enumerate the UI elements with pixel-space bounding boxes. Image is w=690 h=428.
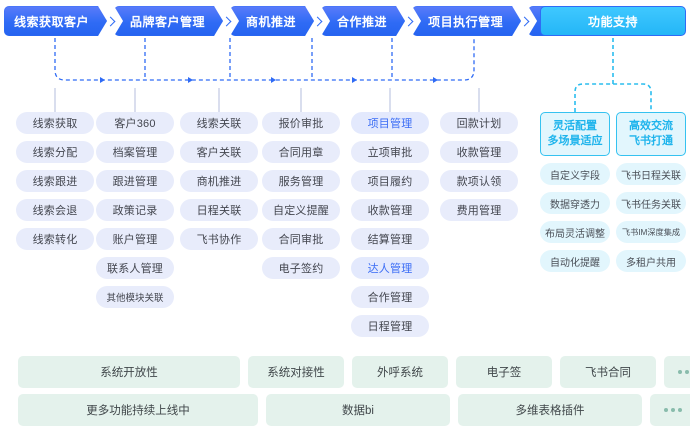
feature-pill[interactable]: 结算管理: [351, 228, 429, 250]
feature-pill[interactable]: 报价审批: [262, 112, 340, 134]
feature-pill[interactable]: 日程管理: [351, 315, 429, 337]
feature-pill[interactable]: 合同审批: [262, 228, 340, 250]
ellipsis-icon: [678, 370, 690, 374]
more-button[interactable]: [664, 356, 690, 388]
feature-pill[interactable]: 合作管理: [351, 286, 429, 308]
feature-pill[interactable]: 线索关联: [180, 112, 258, 134]
bottom-tag[interactable]: 系统开放性: [18, 356, 240, 388]
support-pill[interactable]: 飞书日程关联: [616, 163, 686, 185]
feature-pill[interactable]: 项目管理: [351, 112, 429, 134]
bottom-row-1: 系统开放性系统对接性外呼系统电子签飞书合同: [18, 356, 690, 388]
stage-chip-0[interactable]: 线索获取客户: [4, 6, 107, 36]
stage-column-3: 报价审批合同用章服务管理自定义提醒合同审批电子签约: [262, 112, 340, 279]
chevron-right-icon: [314, 15, 321, 27]
bottom-tag[interactable]: 更多功能持续上线中: [18, 394, 258, 426]
support-pill[interactable]: 飞书任务关联: [616, 192, 686, 214]
feature-pill[interactable]: 费用管理: [440, 199, 518, 221]
feature-pill[interactable]: 联系人管理: [96, 257, 174, 279]
bottom-tag[interactable]: 飞书合同: [560, 356, 656, 388]
feature-pill[interactable]: 电子签约: [262, 257, 340, 279]
ellipsis-icon: [664, 408, 682, 412]
feature-pill[interactable]: 立项审批: [351, 141, 429, 163]
support-column-0: 灵活配置多场景适应自定义字段数据穿透力布局灵活调整自动化提醒: [540, 112, 610, 272]
stage-chip-4[interactable]: 项目执行管理: [412, 6, 521, 36]
stage-column-1: 客户360 档案管理跟进管理政策记录账户管理联系人管理其他模块关联: [96, 112, 174, 308]
feature-pill[interactable]: 客户关联: [180, 141, 258, 163]
stage-chip-label: 线索获取客户: [14, 14, 90, 29]
bottom-tag[interactable]: 系统对接性: [248, 356, 344, 388]
feature-pill[interactable]: 合同用章: [262, 141, 340, 163]
stage-chip-label: 品牌客户管理: [130, 14, 206, 29]
feature-pill[interactable]: 其他模块关联: [96, 286, 174, 308]
feature-pill[interactable]: 日程关联: [180, 199, 258, 221]
bottom-tag[interactable]: 电子签: [456, 356, 552, 388]
support-pill[interactable]: 数据穿透力: [540, 192, 610, 214]
support-pill[interactable]: 自定义字段: [540, 163, 610, 185]
feature-pill[interactable]: 线索转化: [16, 228, 94, 250]
feature-pill[interactable]: 档案管理: [96, 141, 174, 163]
feature-pill[interactable]: 飞书协作: [180, 228, 258, 250]
feature-pill[interactable]: 自定义提醒: [262, 199, 340, 221]
bottom-tag[interactable]: 外呼系统: [352, 356, 448, 388]
chevron-right-icon: [405, 15, 412, 27]
feature-pill[interactable]: 跟进管理: [96, 170, 174, 192]
process-banner: 线索获取客户 品牌客户管理 商机推进 合作推进 项目执行管理 财务结算: [4, 6, 619, 36]
stage-chip-label: 商机推进: [246, 14, 297, 29]
support-group-header[interactable]: 高效交流飞书打通: [616, 112, 686, 156]
stage-chip-label: 项目执行管理: [428, 14, 504, 29]
chevron-right-icon: [521, 15, 528, 27]
stage-chip-3[interactable]: 合作推进: [321, 6, 405, 36]
feature-pill[interactable]: 商机推进: [180, 170, 258, 192]
support-group-title-line1: 高效交流: [629, 120, 673, 132]
support-column-1: 高效交流飞书打通飞书日程关联飞书任务关联飞书IM深度集成多租户共用: [616, 112, 686, 272]
support-pill[interactable]: 自动化提醒: [540, 250, 610, 272]
support-pill[interactable]: 多租户共用: [616, 250, 686, 272]
feature-pill[interactable]: 线索获取: [16, 112, 94, 134]
support-pill[interactable]: 布局灵活调整: [540, 221, 610, 243]
feature-pill[interactable]: 回款计划: [440, 112, 518, 134]
support-pill[interactable]: 飞书IM深度集成: [616, 221, 686, 243]
more-button[interactable]: [650, 394, 690, 426]
feature-pill[interactable]: 客户360: [96, 112, 174, 134]
stage-column-2: 线索关联客户关联商机推进日程关联飞书协作: [180, 112, 258, 250]
feature-pill[interactable]: 线索分配: [16, 141, 94, 163]
stage-column-0: 线索获取线索分配线索跟进线索会退线索转化: [16, 112, 94, 250]
support-group-title-line2: 飞书打通: [629, 135, 673, 147]
feature-pill[interactable]: 政策记录: [96, 199, 174, 221]
stage-chip-2[interactable]: 商机推进: [230, 6, 314, 36]
stage-column-4: 项目管理立项审批项目履约收款管理结算管理达人管理合作管理日程管理: [351, 112, 429, 337]
support-group-title-line1: 灵活配置: [553, 120, 597, 132]
feature-pill[interactable]: 账户管理: [96, 228, 174, 250]
feature-pill[interactable]: 收款管理: [351, 199, 429, 221]
support-group-header[interactable]: 灵活配置多场景适应: [540, 112, 610, 156]
bottom-tag[interactable]: 多维表格插件: [458, 394, 642, 426]
bottom-tag[interactable]: 数据bi: [266, 394, 450, 426]
feature-pill[interactable]: 服务管理: [262, 170, 340, 192]
feature-pill[interactable]: 款项认领: [440, 170, 518, 192]
stage-chip-label: 合作推进: [337, 14, 388, 29]
feature-pill[interactable]: 达人管理: [351, 257, 429, 279]
feature-pill[interactable]: 线索跟进: [16, 170, 94, 192]
feature-pill[interactable]: 收款管理: [440, 141, 518, 163]
chevron-right-icon: [107, 15, 114, 27]
support-button[interactable]: 功能支持: [540, 6, 686, 36]
stage-chip-1[interactable]: 品牌客户管理: [114, 6, 223, 36]
feature-pill[interactable]: 线索会退: [16, 199, 94, 221]
support-button-label: 功能支持: [587, 14, 638, 29]
support-group-title-line2: 多场景适应: [547, 135, 603, 147]
feature-pill[interactable]: 项目履约: [351, 170, 429, 192]
stage-column-5: 回款计划收款管理款项认领费用管理: [440, 112, 518, 221]
chevron-right-icon: [223, 15, 230, 27]
